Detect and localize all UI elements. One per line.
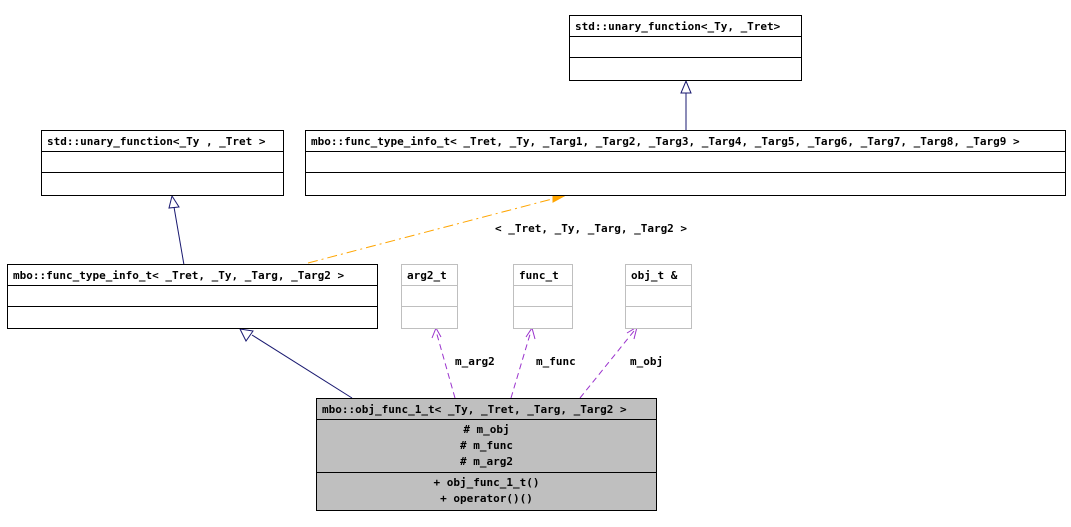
class-title: mbo::obj_func_1_t< _Ty, _Tret, _Targ, _T… bbox=[317, 399, 656, 420]
class-title: std::unary_function<_Ty , _Tret > bbox=[42, 131, 283, 152]
class-attributes bbox=[8, 286, 377, 307]
class-attributes bbox=[514, 286, 572, 307]
class-arg2-t[interactable]: arg2_t bbox=[401, 264, 458, 329]
class-func-t[interactable]: func_t bbox=[513, 264, 573, 329]
class-methods bbox=[402, 307, 457, 328]
class-unary-function-tret[interactable]: std::unary_function<_Ty, _Tret> bbox=[569, 15, 802, 81]
class-title: arg2_t bbox=[402, 265, 457, 286]
class-func-type-info-small[interactable]: mbo::func_type_info_t< _Tret, _Ty, _Targ… bbox=[7, 264, 378, 329]
class-methods bbox=[42, 173, 283, 194]
class-title: mbo::func_type_info_t< _Tret, _Ty, _Targ… bbox=[8, 265, 377, 286]
edge-label-m-arg2: m_arg2 bbox=[455, 355, 495, 368]
class-methods bbox=[626, 307, 691, 328]
class-attributes bbox=[306, 152, 1065, 173]
class-attributes bbox=[42, 152, 283, 173]
class-methods bbox=[306, 173, 1065, 194]
attribute-m-arg2[interactable]: # m_arg2 bbox=[460, 455, 513, 468]
class-methods bbox=[570, 58, 801, 79]
class-methods bbox=[8, 307, 377, 328]
class-methods bbox=[514, 307, 572, 328]
class-obj-func-1-t[interactable]: mbo::obj_func_1_t< _Ty, _Tret, _Targ, _T… bbox=[316, 398, 657, 511]
method-obj-func-1-t[interactable]: + obj_func_1_t() bbox=[433, 476, 540, 489]
class-attributes: # m_obj # m_func # m_arg2 bbox=[317, 420, 656, 473]
usage-edge-m-arg2 bbox=[431, 326, 456, 399]
attribute-m-obj[interactable]: # m_obj bbox=[463, 423, 510, 436]
edge-label-m-obj: m_obj bbox=[630, 355, 664, 368]
usage-edge-m-func bbox=[510, 326, 536, 399]
class-title: func_t bbox=[514, 265, 572, 286]
class-func-type-info-full[interactable]: mbo::func_type_info_t< _Tret, _Ty, _Targ… bbox=[305, 130, 1066, 196]
method-operator-call[interactable]: + operator()() bbox=[440, 492, 533, 505]
usage-edge-m-obj bbox=[579, 325, 638, 399]
class-attributes bbox=[570, 37, 801, 58]
class-unary-function-ty[interactable]: std::unary_function<_Ty , _Tret > bbox=[41, 130, 284, 196]
attribute-m-func[interactable]: # m_func bbox=[460, 439, 513, 452]
class-attributes bbox=[626, 286, 691, 307]
class-attributes bbox=[402, 286, 457, 307]
class-title: std::unary_function<_Ty, _Tret> bbox=[570, 16, 801, 37]
class-methods: + obj_func_1_t() + operator()() bbox=[317, 473, 656, 509]
inheritance-edge-small-to-unary bbox=[168, 194, 185, 266]
template-args-label: < _Tret, _Ty, _Targ, _Targ2 > bbox=[495, 222, 688, 235]
class-title: obj_t & bbox=[626, 265, 691, 286]
class-title: mbo::func_type_info_t< _Tret, _Ty, _Targ… bbox=[306, 131, 1065, 152]
class-obj-t-ref[interactable]: obj_t & bbox=[625, 264, 692, 329]
inheritance-edge-full-to-unary bbox=[680, 79, 692, 130]
inheritance-edge-objfunc-to-small bbox=[239, 328, 353, 399]
edge-label-m-func: m_func bbox=[536, 355, 576, 368]
